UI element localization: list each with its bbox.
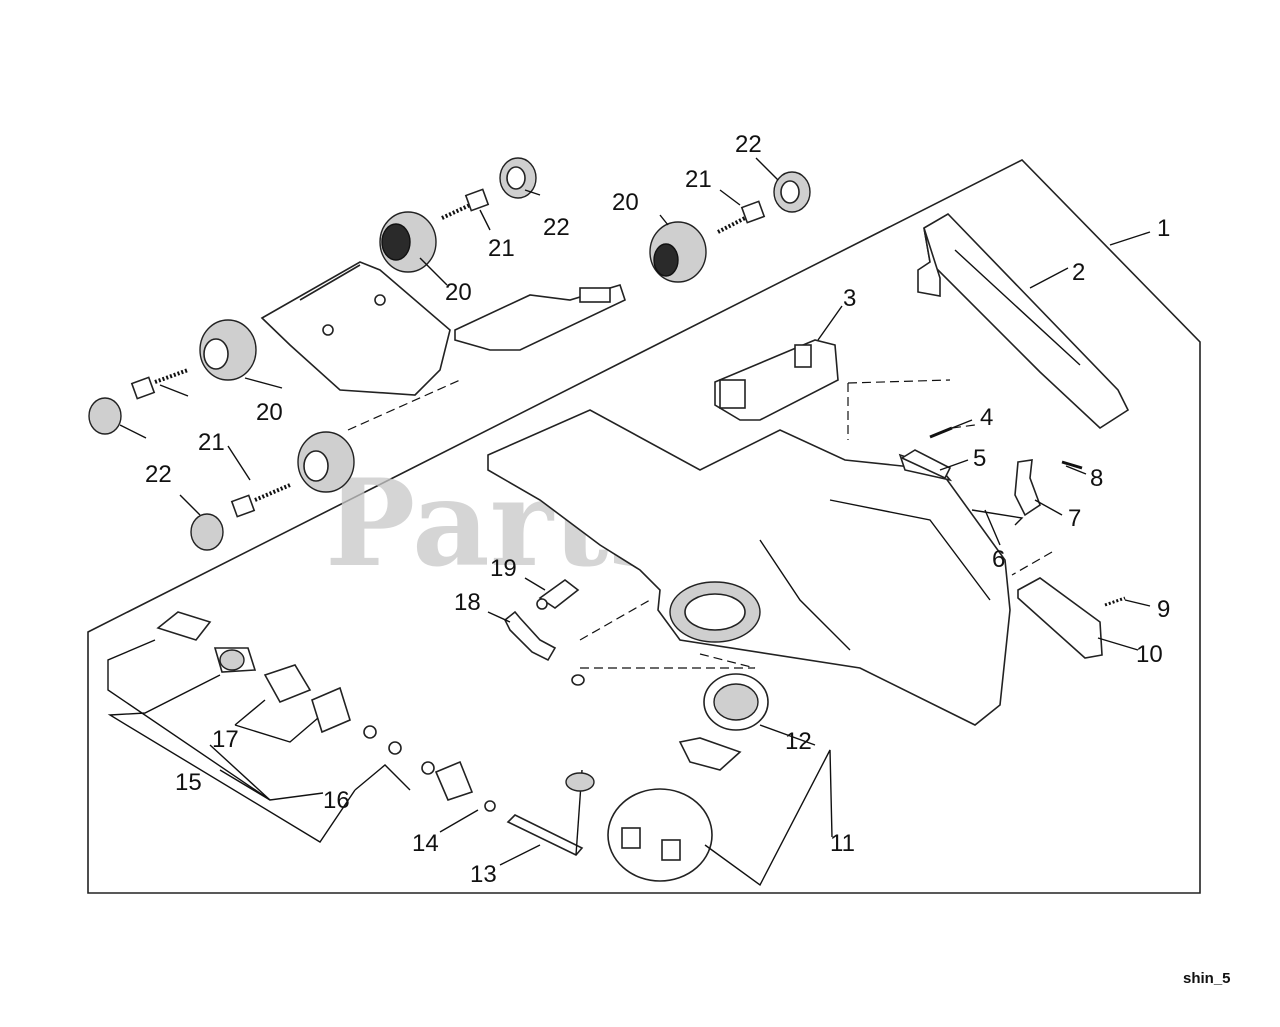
callout-6: 6 [992,546,1005,573]
upper-bar-middle [454,284,626,351]
part-3-bracket [714,339,839,421]
callout-17: 17 [212,726,239,753]
callout-11: 11 [830,830,855,857]
part-22-cap-left-lower [190,513,224,551]
part-8-pin [1061,460,1083,470]
callout-3: 3 [843,285,856,312]
callout-2: 2 [1072,259,1085,286]
callout-20-top: 20 [445,279,472,306]
callout-20-mid: 20 [612,189,639,216]
upper-bar-left [260,261,451,396]
callout-15: 15 [175,769,202,796]
callout-13: 13 [470,861,497,888]
callout-8: 8 [1090,465,1103,492]
part-17-knobs [263,664,351,734]
callout-10: 10 [1136,641,1163,668]
part-21-screw-left-lower [230,483,291,518]
callout-labels: 1 2 3 4 5 6 7 8 9 10 11 12 13 14 15 16 1… [145,131,1170,888]
part-22-cap-right [773,171,811,213]
part-21-screw-top [441,188,490,220]
part-20-mount-mid [649,221,707,283]
part-13-tube [506,674,595,856]
part-4-pin [929,426,953,439]
callout-19: 19 [490,555,517,582]
callout-18: 18 [454,589,481,616]
part-5-clip [900,449,952,480]
part-15-adjuster [156,611,257,673]
callout-1: 1 [1157,215,1170,242]
part-9-screw [1104,596,1126,607]
part-14-oring [484,800,496,812]
callout-22-left: 22 [145,461,172,488]
part-2-cover [917,212,1130,430]
callout-5: 5 [973,445,986,472]
part-20-mount-left-lower [297,431,355,493]
part-20-mount-top [379,211,437,273]
reference-code: shin_5 [1183,970,1231,987]
callout-4: 4 [980,404,993,431]
part-11-cover-assembly [607,737,742,882]
callout-20-left: 20 [256,399,283,426]
callout-22-right: 22 [735,131,762,158]
callout-21-top: 21 [488,235,515,262]
main-housing [487,409,1011,726]
callout-16: 16 [323,787,350,814]
callout-9: 9 [1157,596,1170,623]
part-22-cap-top [499,157,537,199]
callout-21-right: 21 [685,166,712,193]
part-6-spring [971,509,1024,526]
part-16-orings [363,725,474,801]
callout-14: 14 [412,830,439,857]
part-21-screw-left-upper [130,368,189,400]
part-10-cover [1017,577,1103,659]
callout-7: 7 [1068,505,1081,532]
assembly-dashed-lines [347,379,1053,669]
callout-21-left: 21 [198,429,225,456]
leader-lines [107,157,1151,887]
part-7-lever [1014,459,1041,517]
part-20-mount-left-upper [199,319,257,381]
callout-22-top: 22 [543,214,570,241]
part-21-screw-right [717,200,766,234]
part-18-hose [503,610,557,662]
part-19-fitting [536,579,580,610]
callout-12: 12 [785,728,812,755]
assembly-frame [87,159,1201,894]
part-12-gasket [703,673,769,731]
part-22-cap-left-upper [88,397,122,435]
